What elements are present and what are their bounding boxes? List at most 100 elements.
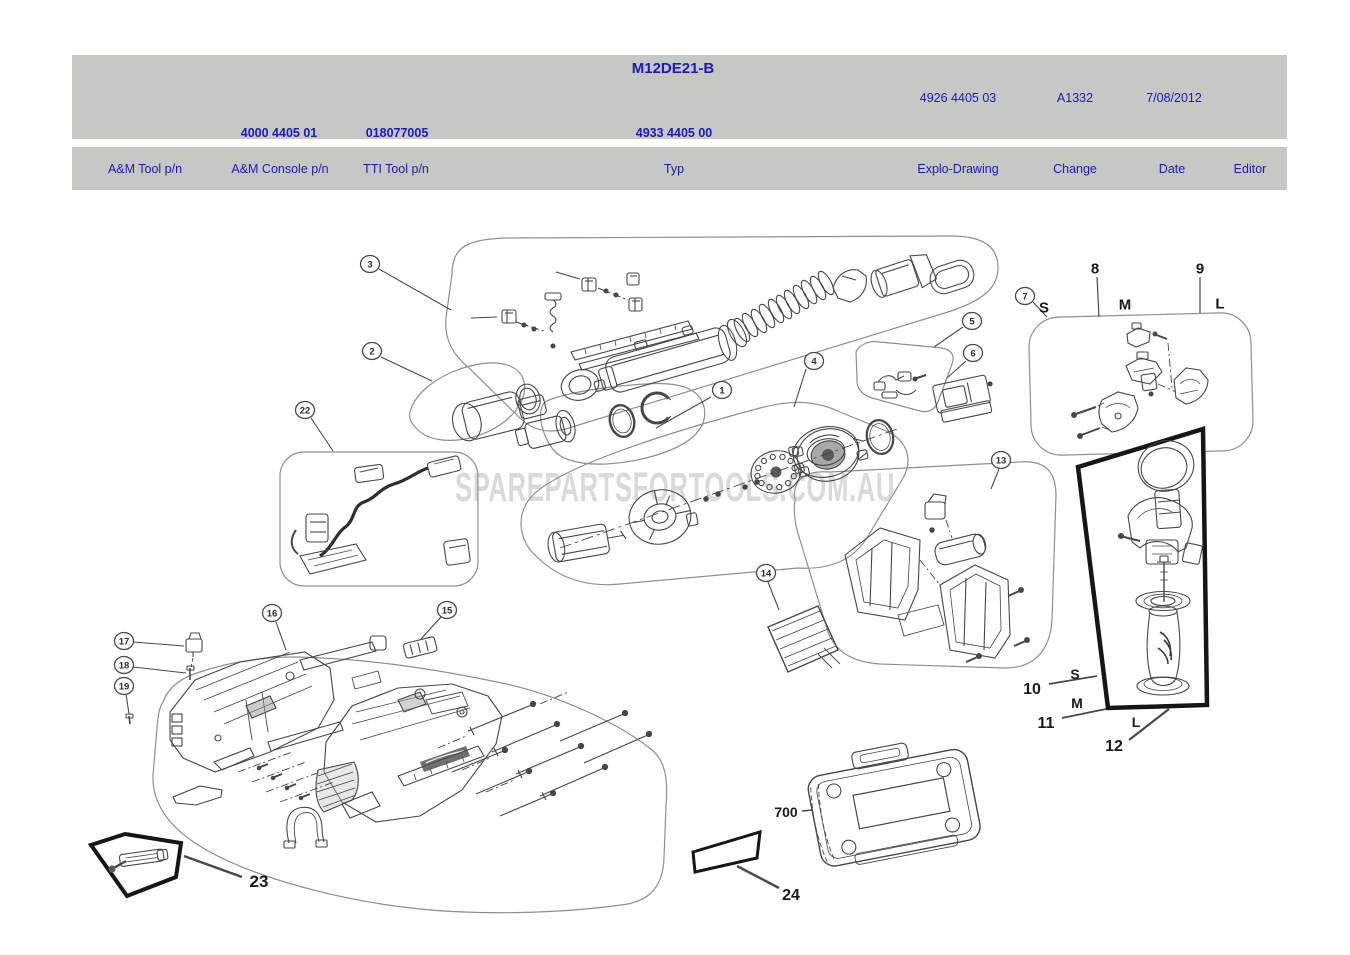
leader-line (378, 268, 452, 311)
corrugated-hose (726, 270, 835, 348)
leader-line (1061, 708, 1107, 719)
diagram-label-L: L (1215, 295, 1224, 312)
leader-line (275, 621, 287, 651)
diagram-label-S: S (1039, 299, 1049, 316)
side-handle-parts (1117, 440, 1203, 696)
switch-clips-cluster (470, 271, 643, 349)
header-info-value: 4926 4405 03 (919, 91, 997, 105)
right-housing-half (315, 683, 503, 823)
callout-number: 2 (369, 346, 374, 357)
diagram-label-10: 10 (1023, 681, 1041, 698)
header-top-bar (72, 55, 1287, 139)
header-column-label: Change (1053, 162, 1097, 176)
leader-line (946, 360, 967, 379)
hose-elbow (832, 269, 867, 303)
callout-number: 5 (969, 316, 975, 327)
header-info-value: 7/08/2012 (1146, 91, 1202, 105)
outlet-coupling (514, 409, 576, 449)
callout-19: 19 (113, 676, 135, 696)
left-housing-half (169, 635, 387, 773)
leader-line (310, 417, 334, 452)
blob-region-2 (408, 362, 526, 441)
header-column-label: Explo-Drawing (917, 162, 999, 176)
leader-line (1048, 675, 1098, 685)
blob-region-3 (445, 235, 999, 432)
cap-gasket (515, 383, 541, 415)
blob-region-4 (520, 401, 909, 586)
diagram-label-11: 11 (1038, 715, 1055, 732)
blob-region-22 (279, 451, 479, 587)
bracket-6 (932, 374, 993, 423)
callout-number: 1 (719, 385, 725, 396)
leader-line (767, 581, 780, 611)
diagram-label-S: S (1070, 666, 1079, 682)
switch-button-17 (185, 632, 203, 668)
blob-region-5 (855, 340, 954, 413)
latch-plate-15 (402, 636, 438, 659)
leader-line (183, 854, 243, 879)
leader-line (125, 693, 130, 715)
parts-lineart (108, 254, 1209, 873)
snap-ring (640, 391, 672, 425)
motor (547, 523, 627, 563)
watermark-text: SPAREPARTSFORTOOLS.COM.AU (455, 464, 895, 510)
o-ring-1 (608, 404, 636, 438)
callout-number: 17 (119, 636, 130, 647)
leader-line (1032, 301, 1048, 318)
callout-number: 19 (119, 681, 130, 692)
blob-region-16 (152, 656, 668, 914)
callout-2: 2 (361, 341, 383, 361)
diagram-label-23: 23 (250, 872, 269, 891)
wire-harness (290, 455, 471, 575)
callout-22: 22 (294, 400, 316, 420)
header-part-number: 4933 4405 00 (635, 126, 713, 140)
callout-13: 13 (990, 450, 1012, 470)
leader-line (801, 809, 814, 812)
flat-wedge (172, 785, 223, 806)
region-blobs (152, 235, 1254, 914)
callout-number: 16 (267, 608, 278, 619)
diagram-label-24: 24 (782, 887, 800, 904)
inner-label-outline (351, 670, 382, 690)
diagram-label-700: 700 (774, 804, 798, 820)
callout-number: 13 (996, 455, 1007, 466)
trigger-parts (1071, 322, 1209, 439)
diagram-label-L: L (1132, 714, 1141, 730)
blob-region-7 (1028, 312, 1254, 456)
oval-gasket (929, 259, 975, 295)
blob-region-13 (793, 461, 1057, 669)
header-column-label: A&M Console p/n (231, 162, 329, 176)
callout-17: 17 (113, 631, 135, 651)
callout-16: 16 (261, 603, 283, 623)
header-part-number: 018077005 (365, 126, 429, 140)
fan-shroud (628, 489, 699, 545)
header-column-label: Editor (1233, 162, 1267, 176)
leader-line (420, 616, 442, 640)
leader-line (793, 368, 807, 408)
callout-15: 15 (436, 600, 458, 620)
tiny-screws (256, 763, 311, 801)
page-title: M12DE21-B (631, 60, 715, 77)
housing-screws (451, 700, 653, 817)
leader-line (990, 468, 1000, 490)
leader-line (1096, 276, 1100, 318)
nozzle-coupling (870, 254, 938, 298)
callout-7: 7 (1014, 286, 1036, 306)
header-column-label: Date (1158, 162, 1186, 176)
filter-cartridge (767, 605, 841, 673)
header-column-bar (72, 147, 1287, 190)
header-column-label: TTI Tool p/n (363, 162, 429, 176)
diagram-label-8: 8 (1091, 260, 1099, 277)
header-part-number: 4000 4405 01 (240, 126, 318, 140)
callout-number: 4 (811, 356, 817, 367)
screw-18 (186, 665, 195, 680)
callout-number: 14 (761, 568, 772, 579)
leader-line (132, 666, 187, 674)
leader-line (736, 864, 780, 890)
diagram-label-12: 12 (1105, 738, 1123, 755)
assembly-dash-lines (237, 691, 569, 803)
leader-line (1128, 708, 1170, 741)
header-info-value: A1332 (1056, 91, 1094, 105)
